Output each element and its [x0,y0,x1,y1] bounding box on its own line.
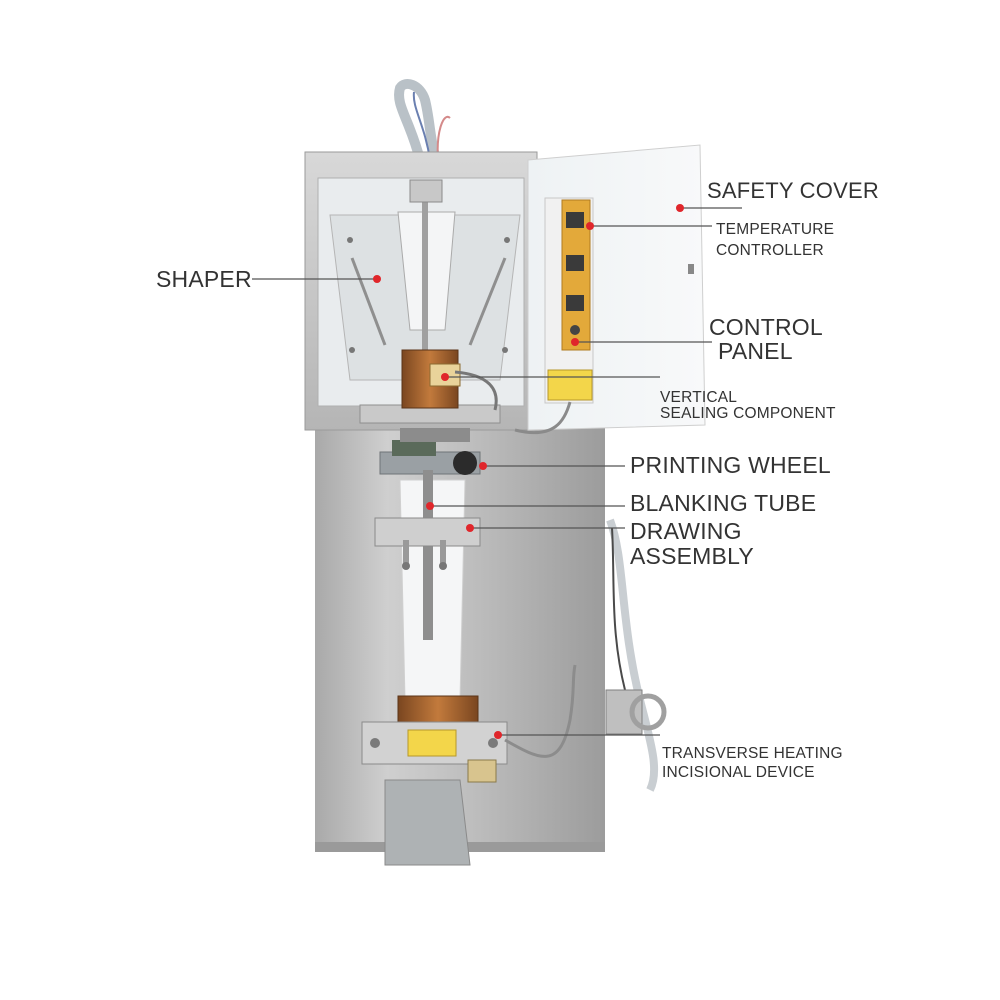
vertical-sealing-component [401,349,498,411]
side-hose-assembly [605,518,667,792]
label-control-panel-line2: PANEL [718,338,793,364]
label-blanking-tube: BLANKING TUBE [630,490,817,516]
label-printing-wheel: PRINTING WHEEL [630,452,831,478]
label-temperature-controller-line1: TEMPERATURE [716,221,835,238]
label-drawing-assembly-line1: DRAWING [630,518,742,544]
marker-vertical-sealing [441,373,449,381]
leader-lines [252,207,742,736]
label-vertical-sealing-line1: VERTICAL [660,389,738,406]
label-shaper: SHAPER [156,266,252,292]
label-vertical-sealing-line2: SEALING COMPONENT [660,405,836,422]
transverse-heating-device [361,664,577,866]
control-panel [514,197,594,435]
label-transverse-line2: INCISIONAL DEVICE [662,764,815,781]
marker-blanking-tube [426,502,434,510]
markers [373,204,684,739]
drawing-assembly [374,517,481,570]
label-safety-cover: SAFETY COVER [707,178,879,203]
marker-shaper [373,275,381,283]
printing-wheel [379,428,481,475]
marker-control-panel [571,338,579,346]
supply-hose [394,79,451,162]
label-control-panel-line1: CONTROL [709,314,823,340]
marker-printing-wheel [479,462,487,470]
marker-drawing-assembly [466,524,474,532]
marker-safety-cover [676,204,684,212]
marker-temperature-controller [586,222,594,230]
label-drawing-assembly-line2: ASSEMBLY [630,543,754,569]
marker-transverse [494,731,502,739]
label-transverse-line1: TRANSVERSE HEATING [662,745,843,762]
label-temperature-controller-line2: CONTROLLER [716,242,824,259]
